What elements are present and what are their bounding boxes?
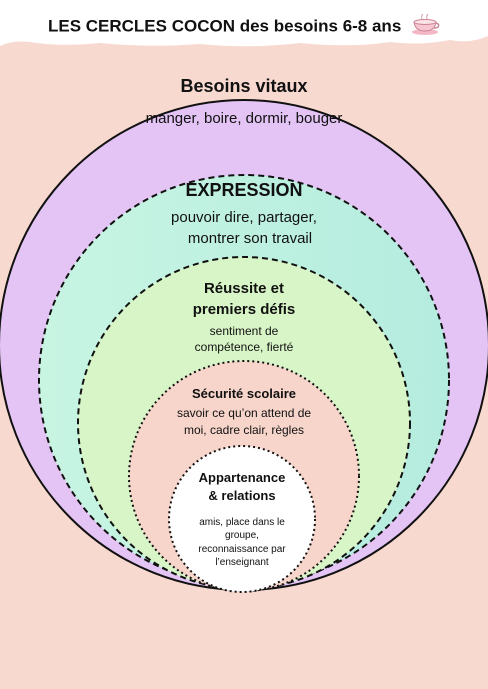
reussite-text-1: sentiment de (209, 324, 279, 338)
circle-appartenance (168, 445, 316, 593)
page-title-text: LES CERCLES COCON des besoins 6-8 ans (47, 16, 402, 36)
vitaux-title: Besoins vitaux (180, 76, 308, 96)
appartenance-text-3: reconnaissance par (198, 544, 286, 555)
securite-text-1: savoir ce qu’on attend de (176, 406, 312, 420)
reussite-title-2: premiers défis (192, 301, 296, 318)
expression-text-1: pouvoir dire, partager, (171, 209, 317, 226)
teacup-icon (410, 12, 440, 41)
expression-text-2: montrer son travail (187, 230, 313, 247)
appartenance-title-2: & relations (208, 488, 276, 503)
appartenance-text-2: groupe, (225, 530, 259, 541)
appartenance-text-4: l’enseignant (215, 557, 269, 568)
appartenance-text-1: amis, place dans le (199, 517, 285, 528)
securite-text-2: moi, cadre clair, règles (183, 423, 305, 437)
page-title: LES CERCLES COCON des besoins 6-8 ans (0, 12, 488, 41)
expression-title: EXPRESSION (185, 180, 303, 200)
reussite-title-1: Réussite et (203, 280, 285, 297)
reussite-text-2: compétence, fierté (194, 340, 294, 354)
title-banner (0, 0, 488, 47)
vitaux-text: manger, boire, dormir, bouger (145, 110, 343, 127)
securite-title: Sécurité scolaire (191, 386, 297, 401)
appartenance-title-1: Appartenance (198, 470, 286, 485)
